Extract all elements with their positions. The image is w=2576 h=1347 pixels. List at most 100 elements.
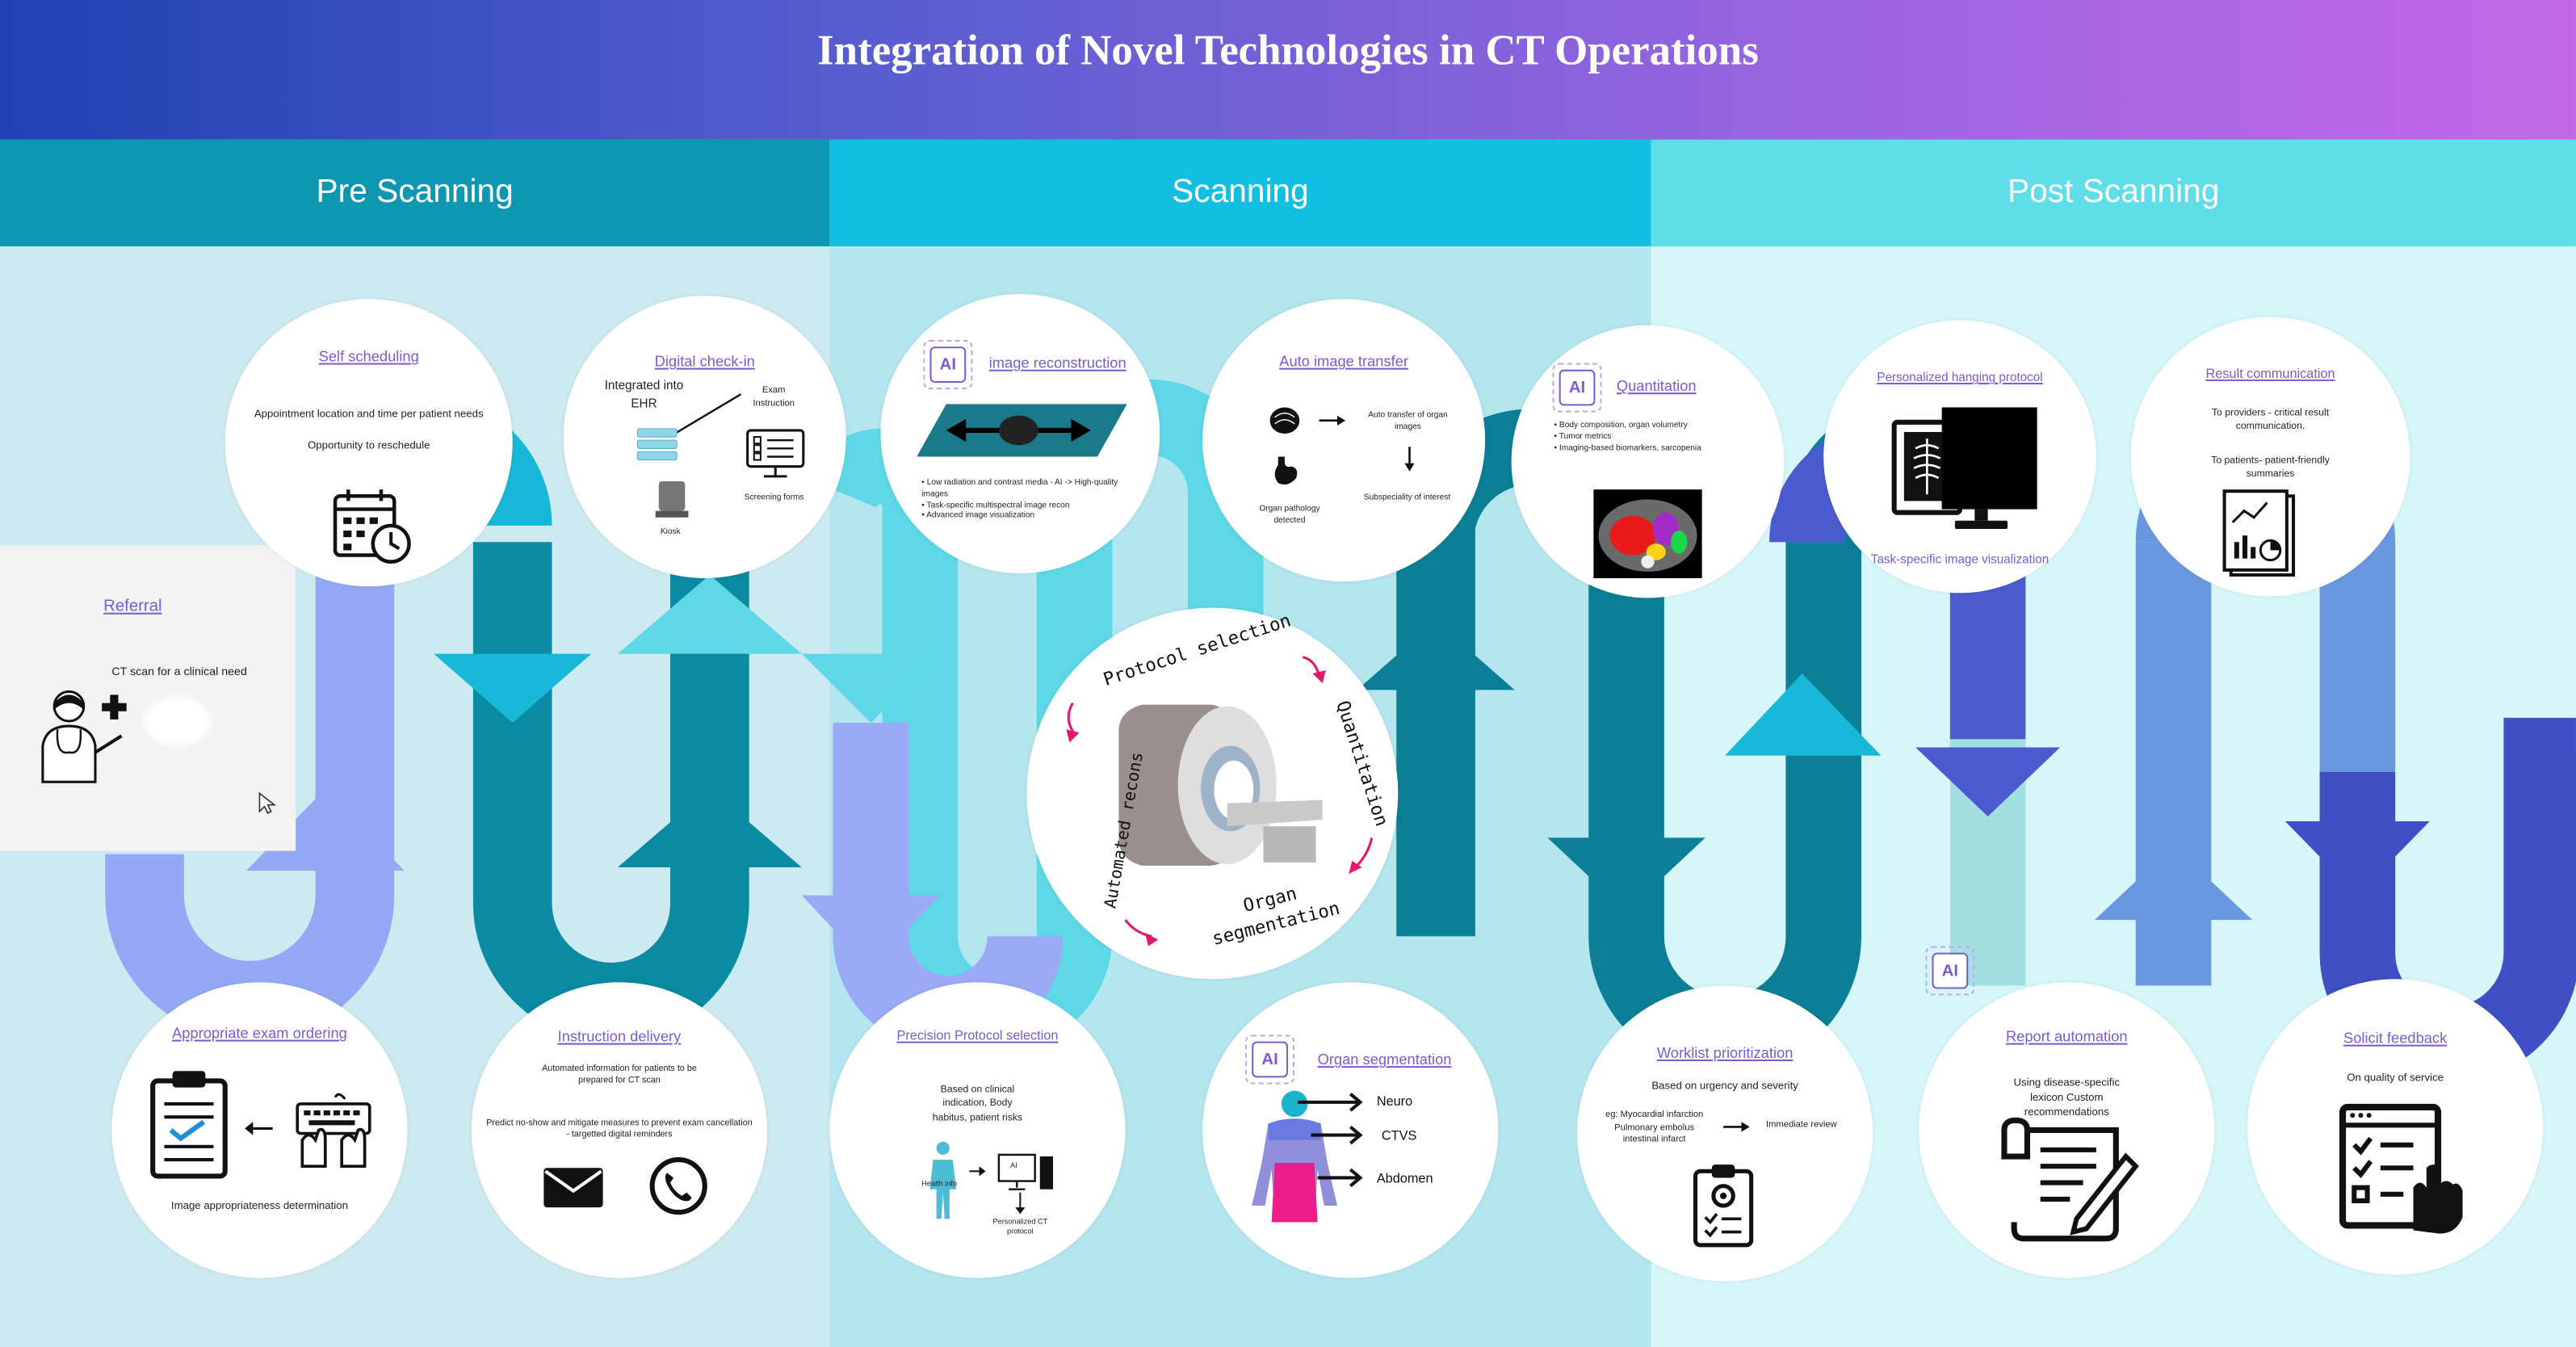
worklist-title[interactable]: Worklist prioritization [1656, 1044, 1794, 1062]
precision-text: Based on clinical indication, Body habit… [932, 1085, 1023, 1123]
arrow-down-4 [801, 895, 940, 970]
result-comm-title[interactable]: Result communication [2205, 366, 2335, 381]
quant-bullet-3: • Imaging-based biomarkers, sarcopenia [1554, 443, 1701, 453]
body-organs-icon [1252, 1090, 1338, 1223]
ai-computer-icon [997, 1153, 1054, 1190]
exam-ordering-title[interactable]: Appropriate exam ordering [172, 1025, 347, 1042]
arrow-down-1 [617, 574, 802, 654]
title-banner: Integration of Novel Technologies in CT … [0, 0, 2576, 140]
phase-header-scan: Scanning [829, 139, 1651, 247]
scroll-pen-icon [2001, 1117, 2139, 1242]
referral-blur [145, 696, 211, 746]
circle-organ-segmentation: AI Organ segmentation Neuro CTVS Abdomen [1202, 982, 1499, 1278]
phase-label-scan: Scanning [1172, 174, 1309, 211]
brain-icon [1269, 407, 1300, 434]
arrow-down-7 [2284, 821, 2430, 896]
checkin-ehr: Integrated into EHR [604, 377, 684, 410]
arrow-up-4 [1725, 673, 1882, 756]
stomach-icon [1274, 456, 1298, 485]
self-scheduling-title[interactable]: Self scheduling [318, 348, 419, 365]
report-chart-icon [2222, 489, 2296, 577]
organ-item-abdomen: Abdomen [1376, 1171, 1433, 1186]
circle-hanging-protocol: Personalized hanging protocol Task-speci… [1823, 320, 2096, 594]
hanging-title[interactable]: Personalized hanging protocol [1877, 369, 2043, 384]
database-icon [636, 428, 678, 461]
checkin-exam: Exam Instruction [753, 386, 795, 409]
arrow-down-icon [1404, 447, 1415, 472]
survey-click-icon [2339, 1103, 2463, 1234]
cursor-icon [258, 791, 277, 814]
circle-report-automation: Report automation Using disease-specific… [1919, 982, 2215, 1278]
screening-form-icon [746, 429, 805, 478]
ai-badge-quant: AI [1552, 363, 1602, 413]
arrow-up-2 [434, 653, 592, 724]
organ-seg-title[interactable]: Organ segmentation [1317, 1051, 1452, 1068]
report-title[interactable]: Report automation [2005, 1028, 2128, 1045]
doctor-icon [41, 690, 127, 783]
circle-self-scheduling: Self scheduling Appointment location and… [224, 299, 513, 587]
worklist-result: Immediate review [1765, 1120, 1837, 1131]
phase-label-post: Post Scanning [2008, 174, 2220, 211]
recon-bullet-3-text: Advanced image visualization [926, 511, 1035, 522]
worklist-eg: eg: Myocardial infarction Pulmonary embo… [1605, 1110, 1704, 1146]
ai-computer-label: AI [1010, 1161, 1017, 1170]
page-title: Integration of Novel Technologies in CT … [817, 26, 1759, 74]
precision-output: Personalized CT protocol [992, 1217, 1048, 1236]
arrow-right-icon-2 [969, 1166, 986, 1177]
auto-transfer-text: Auto transfer of organ images [1368, 410, 1448, 432]
image-recon-title[interactable]: image reconstruction [988, 355, 1126, 371]
arrow-down-2 [617, 788, 802, 868]
cycle-arrows [1066, 656, 1374, 946]
recon-bullet-2-text: Task-specific multispectral image recon [926, 500, 1070, 510]
organ-arrows [1298, 1093, 1363, 1188]
referral-panel: Referral CT scan for a clinical need [0, 545, 296, 851]
worklist-text: Based on urgency and severity [1651, 1081, 1798, 1093]
instruction-line2: Predict no-show and mitigate measures to… [486, 1118, 753, 1141]
quantitation-title[interactable]: Quantitation [1616, 377, 1697, 395]
quant-bullet-2-text: Tumor metrics [1559, 431, 1612, 442]
keyboard-hands-icon [296, 1093, 371, 1169]
circle-result-comm: Result communication To providers - crit… [2130, 317, 2410, 597]
referral-title[interactable]: Referral [103, 598, 162, 616]
hanging-caption: Task-specific image visualization [1870, 552, 2049, 567]
quant-bullet-1-text: Body composition, organ volumetry [1559, 420, 1688, 430]
referral-text: CT scan for a clinical need [111, 666, 247, 679]
result-comm-patients: To patients- patient-friendly summaries [2211, 456, 2330, 480]
ai-badge-recon: AI [923, 340, 973, 390]
circle-quantitation: AI Quantitation • Body composition, orga… [1511, 325, 1785, 598]
recon-bullets: • Low radiation and contrast media - AI … [921, 478, 1126, 522]
arrow-up-5 [2094, 846, 2253, 921]
organ-item-ctvs: CTVS [1381, 1128, 1417, 1143]
self-scheduling-line1: Appointment location and time per patien… [254, 409, 484, 421]
self-scheduling-line2: Opportunity to reschedule [308, 440, 430, 452]
arrow-right-icon-3 [1723, 1122, 1750, 1132]
pathology-detected: Organ pathology detected [1259, 504, 1320, 526]
monitors-icon [1891, 407, 2037, 529]
health-info-label: Health info [921, 1179, 958, 1188]
clipboard-check-icon [150, 1071, 228, 1179]
circle-exam-ordering: Appropriate exam ordering Image appropri… [111, 982, 408, 1278]
instruction-line1: Automated information for patients to be… [542, 1064, 697, 1087]
digital-checkin-title[interactable]: Digital check-in [654, 353, 755, 370]
ehr-connection [671, 393, 742, 437]
recon-bullet-1: • Low radiation and contrast media - AI … [921, 477, 1118, 499]
feedback-title[interactable]: Solicit feedback [2343, 1030, 2448, 1047]
arrow-right-icon [1319, 415, 1346, 426]
arrow-up-3 [1357, 620, 1515, 690]
circle-solicit-feedback: Solicit feedback On quality of service [2247, 979, 2544, 1275]
ai-badge-quant-label: AI [1568, 378, 1586, 397]
result-comm-providers: To providers - critical result communica… [2211, 409, 2330, 433]
circle-auto-transfer: Auto image transfer Auto transfer of org… [1202, 299, 1486, 582]
quant-bullet-2: • Tumor metrics [1554, 431, 1612, 442]
clipboard-gear-icon [1693, 1164, 1754, 1248]
instruction-title[interactable]: Instruction delivery [557, 1028, 682, 1045]
quant-bullets: • Body composition, organ volumetry • Tu… [1554, 421, 1760, 454]
ai-badge-recon-label: AI [939, 355, 957, 374]
circle-instruction-delivery: Instruction delivery Automated informati… [471, 982, 768, 1278]
subspecialty: Subspeciality of interest [1363, 493, 1451, 503]
arrow-down-icon-2 [1015, 1192, 1026, 1215]
report-text: Using disease-specific lexicon Custom re… [2013, 1077, 2121, 1119]
ai-badge-report-label: AI [1941, 961, 1959, 980]
auto-transfer-title[interactable]: Auto image transfer [1279, 353, 1409, 370]
precision-title[interactable]: Precision Protocol selection [896, 1028, 1059, 1043]
